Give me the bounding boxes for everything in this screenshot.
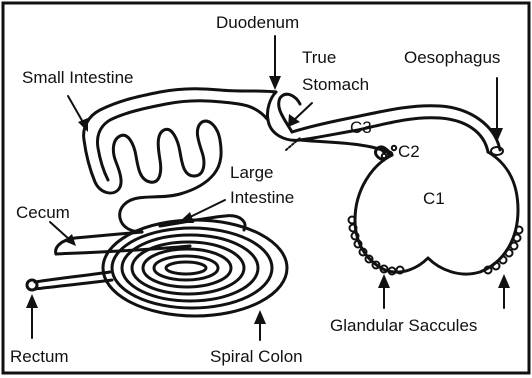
label-large-intestine-line1: Large xyxy=(230,163,273,182)
label-glandular-saccules: Glandular Saccules xyxy=(330,316,477,335)
label-cecum: Cecum xyxy=(16,203,70,222)
label-c1: C1 xyxy=(423,189,445,208)
label-spiral-colon: Spiral Colon xyxy=(210,347,303,366)
label-c3: C3 xyxy=(350,118,372,137)
label-oesophagus: Oesophagus xyxy=(404,48,500,67)
spiral-colon xyxy=(103,220,287,316)
label-c2: C2 xyxy=(398,142,420,161)
c1-rumen xyxy=(355,152,518,274)
label-true-stomach-line2: Stomach xyxy=(302,75,369,94)
label-duodenum: Duodenum xyxy=(216,13,299,32)
label-true-stomach-line1: True xyxy=(302,48,336,67)
label-large-intestine-line2: Intestine xyxy=(230,188,294,207)
small-intestine xyxy=(84,89,276,232)
rectum-tube xyxy=(27,272,112,290)
label-rectum: Rectum xyxy=(10,347,69,366)
label-small-intestine: Small Intestine xyxy=(22,68,134,87)
